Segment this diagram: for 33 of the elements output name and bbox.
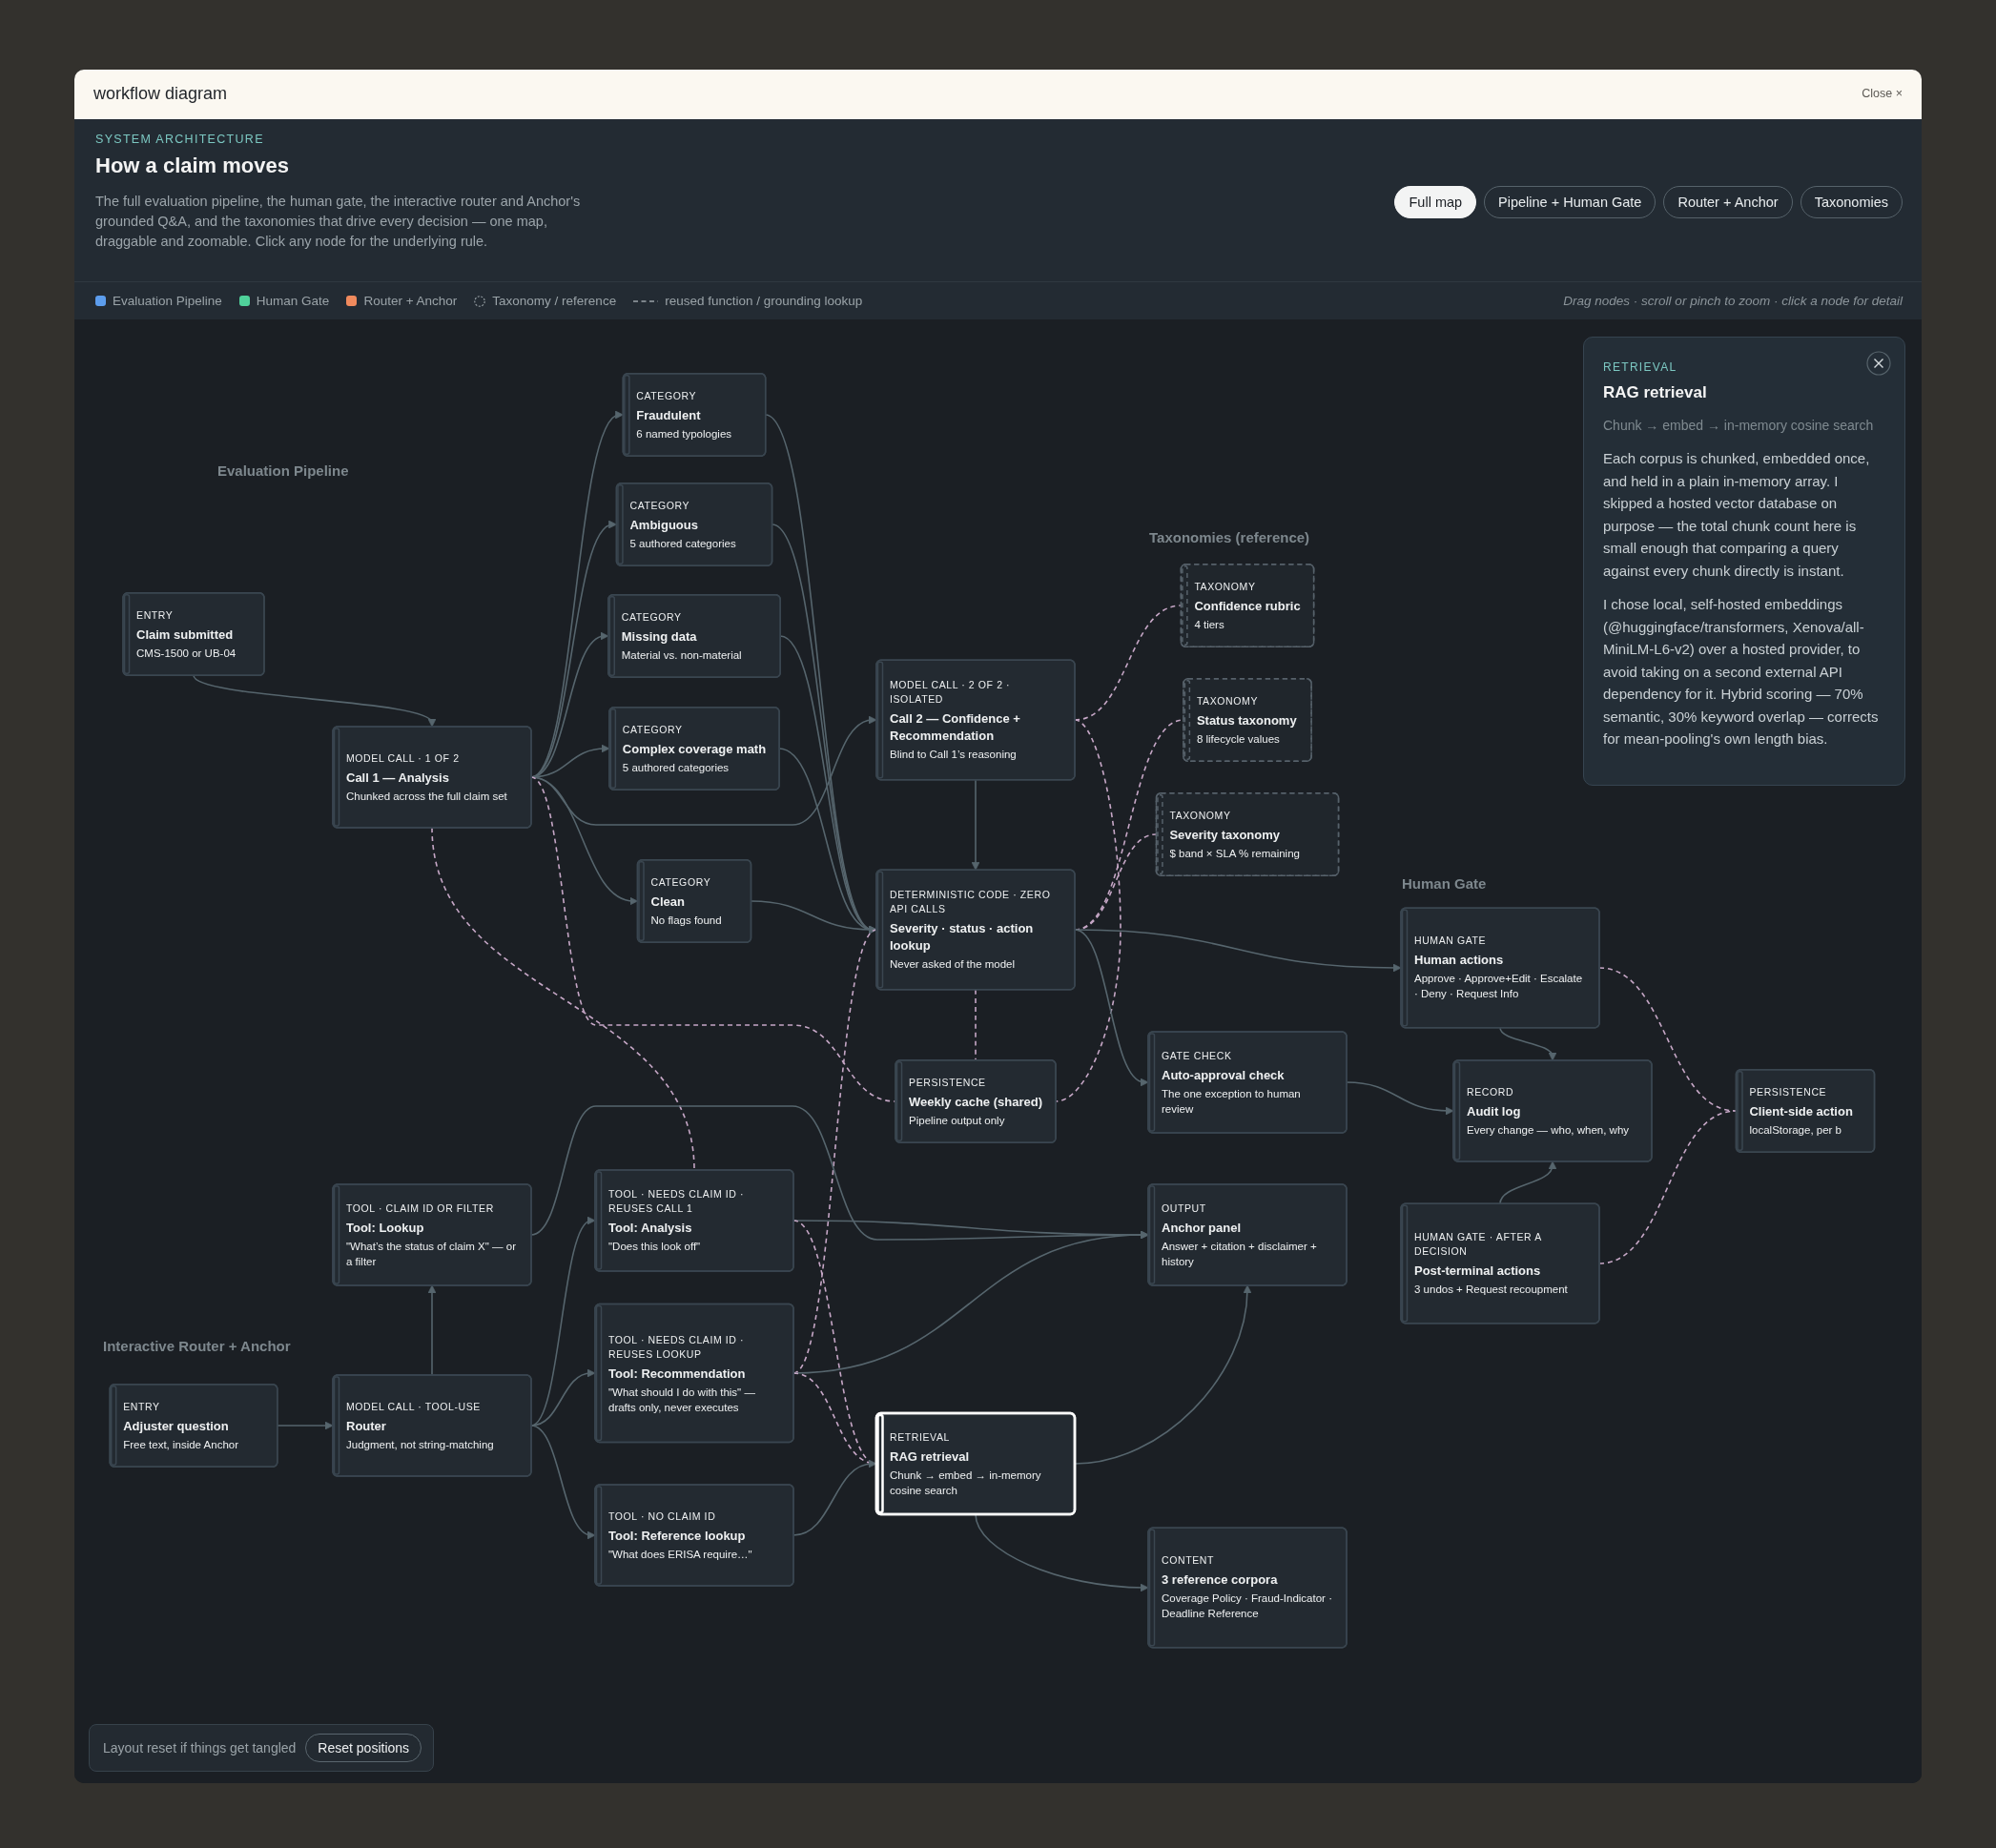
arrow [277,1421,334,1430]
legend-label: Taxonomy / reference [492,294,617,308]
arrow [1499,1160,1556,1205]
tab-button: Full map [1394,186,1477,218]
modal-title: workflow diagram [93,84,228,104]
panel-paragraph: I chose local, self-hosted embeddings (@huggingface/transformers, Xenova/all-MiniLM-L6-v2) over a hosted provider, to avoid taking on a second external API dependency for it. Hybrid scoring — 70% semantic, 30% keyword overlap — corrects for mean-pooling's own length bias. [1603,595,1880,749]
connector [1598,1110,1738,1264]
diagram-title: How a claim moves [95,154,289,178]
legend-label: Human Gate [256,294,330,308]
arrow [971,779,980,871]
eyebrow-text: SYSTEM ARCHITECTURE [95,133,264,146]
panel-tag: RETRIEVAL [1603,360,1885,374]
connector [431,827,695,1171]
arrow [1499,1027,1556,1061]
panel-paragraph: Each corpus is chunked, embedded once, and held in a plain in-memory array. I skipped a hosted vector database on purpose — the total chunk count here is small enough that comparing a query against every chunk directly is instant. [1603,449,1871,581]
panel-title: RAG retrieval [1603,383,1708,402]
legend-label: Router + Anchor [363,294,458,308]
hint-text: Drag nodes · scroll or pinch to zoom · click a node for detail [1563,294,1903,308]
group-heading: Human Gate [1402,875,1487,892]
arrow [427,1284,437,1376]
close-button: Close × [1862,87,1903,100]
connector [1055,719,1121,1102]
legend-label: Evaluation Pipeline [113,294,222,308]
panel-subtitle: Chunk → embed → in-memory cosine search [1603,417,1875,435]
description: The full evaluation pipeline, the human gate, the interactive router and Anchor's grounded Q&A, and the taxonomies that drive every decision — one map, draggable and zoomable. Click any node for the underlying rule. [95,193,582,251]
footer-note: Layout reset if things get tangled [103,1740,297,1756]
group-heading: Taxonomies (reference) [1149,529,1310,545]
connector [975,989,977,1061]
arrow [193,674,435,727]
legend-label: reused function / grounding lookup [665,294,863,308]
group-heading: Interactive Router + Anchor [103,1338,291,1354]
group-heading: Evaluation Pipeline [217,462,349,479]
connector [1074,605,1183,721]
